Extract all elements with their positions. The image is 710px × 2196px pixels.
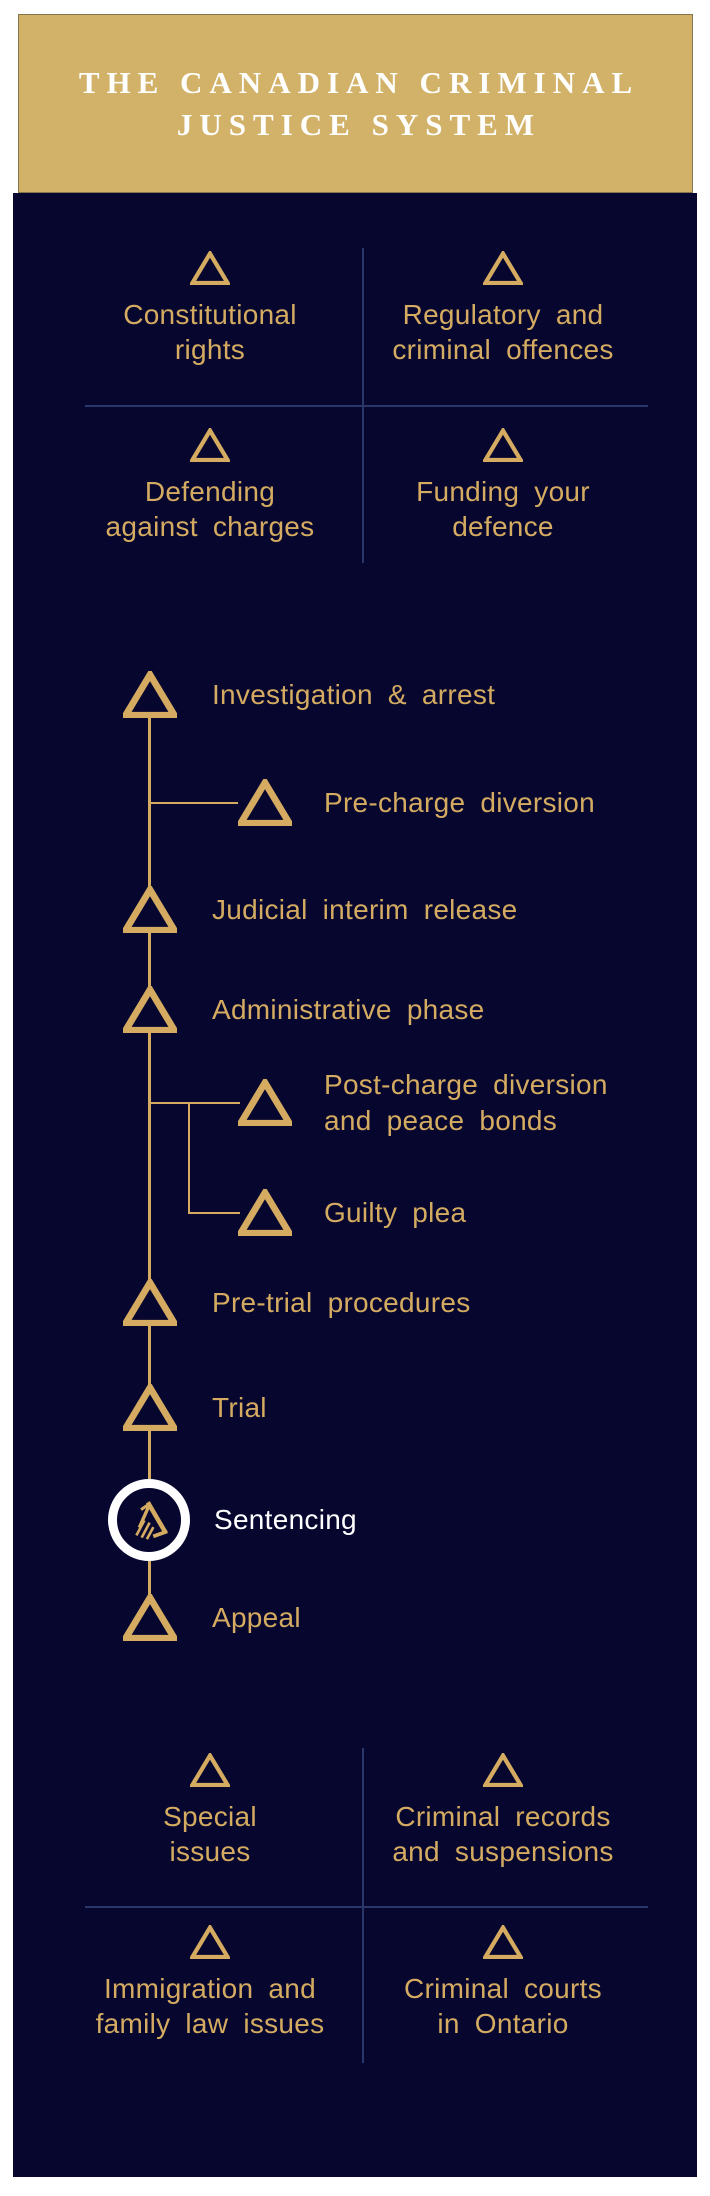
triangle-icon: [483, 428, 523, 462]
triangle-icon: [483, 1753, 523, 1787]
label-line: family law issues: [95, 2008, 325, 2039]
label-line: Criminal records: [395, 1801, 611, 1832]
page-title-line2: JUSTICE SYSTEM: [176, 106, 542, 142]
firm-emblem-logo-icon: [135, 1501, 168, 1540]
stage-triangle-icon[interactable]: [238, 1079, 292, 1126]
flow-node-judicial-interim-release[interactable]: Judicial interim release: [212, 894, 518, 925]
label-line: and suspensions: [392, 1836, 614, 1867]
label-line: Regulatory and: [402, 299, 604, 330]
label-line: and peace bonds: [324, 1105, 558, 1136]
flow-node-pre-charge-diversion[interactable]: Pre-charge diversion: [324, 787, 595, 818]
grid-item-label: Criminal records and suspensions: [392, 1799, 613, 1869]
label-line: Criminal courts: [404, 1973, 602, 2004]
triangle-icon: [483, 1925, 523, 1959]
label-line: Immigration and: [104, 1973, 316, 2004]
triangle-icon: [190, 1925, 230, 1959]
triangle-icon: [190, 251, 230, 285]
triangle-icon: [190, 1753, 230, 1787]
flow-node-trial[interactable]: Trial: [212, 1392, 267, 1423]
header-banner: THE CANADIAN CRIMINAL JUSTICE SYSTEM: [18, 14, 693, 193]
label-line: Special: [163, 1801, 257, 1832]
grid-item-criminal-courts-ontario[interactable]: Criminal courts in Ontario: [363, 1925, 643, 2041]
branch-line-post-charge: [150, 1102, 240, 1104]
grid-item-criminal-records-suspensions[interactable]: Criminal records and suspensions: [363, 1753, 643, 1869]
label-line: issues: [169, 1836, 251, 1867]
label-line: in Ontario: [437, 2008, 569, 2039]
grid-item-label: Funding your defence: [416, 474, 590, 544]
flow-node-administrative-phase[interactable]: Administrative phase: [212, 994, 485, 1025]
bottom-grid-vertical-divider: [362, 1748, 364, 2063]
label-line: rights: [174, 334, 246, 365]
page-title-line1: THE CANADIAN CRIMINAL: [78, 64, 640, 100]
main-panel: Constitutional rights Regulatory and cri…: [13, 193, 697, 2177]
grid-item-label: Special issues: [163, 1799, 257, 1869]
label-line: defence: [452, 511, 554, 542]
grid-item-defending-against-charges[interactable]: Defending against charges: [70, 428, 350, 544]
flow-node-pre-trial-procedures[interactable]: Pre-trial procedures: [212, 1287, 471, 1318]
label-line: against charges: [105, 511, 315, 542]
sentencing-current-stage-ring[interactable]: [108, 1479, 190, 1561]
stage-triangle-icon[interactable]: [123, 1384, 177, 1431]
label-line: Defending: [144, 476, 276, 507]
flow-node-investigation-arrest[interactable]: Investigation & arrest: [212, 679, 496, 710]
branch-connector-vertical: [188, 1102, 190, 1214]
label-line: Post-charge diversion: [324, 1069, 608, 1100]
grid-item-regulatory-criminal-offences[interactable]: Regulatory and criminal offences: [363, 251, 643, 367]
grid-item-label: Immigration and family law issues: [96, 1971, 325, 2041]
label-line: Funding your: [416, 476, 590, 507]
grid-item-label: Defending against charges: [106, 474, 315, 544]
top-grid-horizontal-divider: [85, 405, 648, 407]
flow-node-appeal[interactable]: Appeal: [212, 1602, 301, 1633]
branch-line-pre-charge: [150, 802, 238, 804]
stage-triangle-icon[interactable]: [123, 986, 177, 1033]
stage-triangle-icon[interactable]: [123, 1594, 177, 1641]
grid-item-constitutional-rights[interactable]: Constitutional rights: [70, 251, 350, 367]
stage-triangle-icon[interactable]: [123, 886, 177, 933]
stage-triangle-icon[interactable]: [238, 1189, 292, 1236]
flow-main-line: [148, 701, 151, 1601]
triangle-icon: [190, 428, 230, 462]
stage-triangle-icon[interactable]: [238, 779, 292, 826]
flow-node-sentencing[interactable]: Sentencing: [214, 1504, 357, 1535]
grid-item-funding-your-defence[interactable]: Funding your defence: [363, 428, 643, 544]
label-line: criminal offences: [392, 334, 614, 365]
branch-line-guilty-plea: [188, 1212, 240, 1214]
triangle-icon: [483, 251, 523, 285]
stage-triangle-icon[interactable]: [123, 1279, 177, 1326]
label-line: Constitutional: [123, 299, 297, 330]
flow-node-post-charge-diversion-peace-bonds[interactable]: Post-charge diversion and peace bonds: [324, 1067, 608, 1139]
grid-item-special-issues[interactable]: Special issues: [70, 1753, 350, 1869]
bottom-grid-horizontal-divider: [85, 1906, 648, 1908]
flow-node-guilty-plea[interactable]: Guilty plea: [324, 1197, 467, 1228]
grid-item-immigration-family-law-issues[interactable]: Immigration and family law issues: [70, 1925, 350, 2041]
grid-item-label: Criminal courts in Ontario: [404, 1971, 602, 2041]
grid-item-label: Constitutional rights: [123, 297, 297, 367]
grid-item-label: Regulatory and criminal offences: [392, 297, 613, 367]
stage-triangle-icon[interactable]: [123, 671, 177, 718]
